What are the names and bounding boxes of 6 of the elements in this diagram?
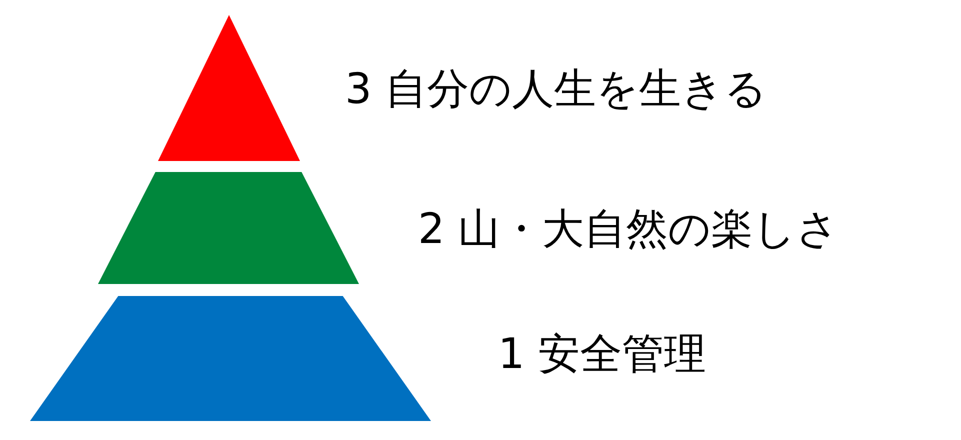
- tier-label: 2 山・大自然の楽しさ: [418, 208, 840, 250]
- pyramid-tier: [98, 172, 359, 284]
- tier-label: 1 安全管理: [498, 333, 706, 375]
- pyramid-tier: [30, 296, 431, 421]
- tier-label: 3 自分の人生を生きる: [345, 68, 768, 110]
- pyramid-apex-tier: [158, 15, 300, 161]
